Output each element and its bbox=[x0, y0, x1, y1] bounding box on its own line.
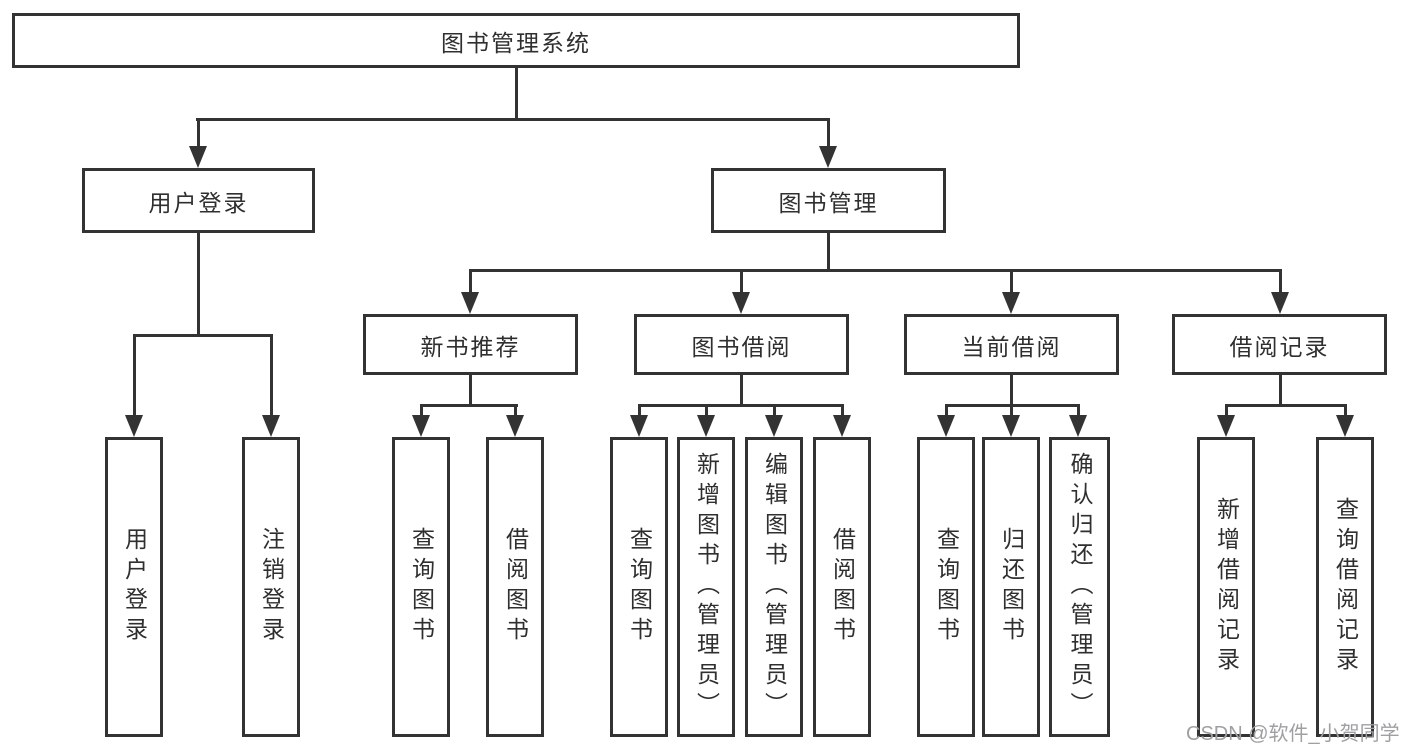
connector-line bbox=[196, 118, 830, 121]
arrowhead-icon bbox=[732, 292, 750, 314]
watermark: CSDN @软件_小贺同学 bbox=[1186, 723, 1400, 745]
leaf-records-query-record: 查询借阅记录 bbox=[1316, 437, 1374, 737]
connector-line bbox=[638, 404, 844, 407]
connector-line bbox=[1225, 404, 1228, 419]
leaf-current-confirm-return-admin: 确认归还（管理员） bbox=[1049, 437, 1110, 737]
connector-line bbox=[827, 118, 830, 150]
connector-line bbox=[1279, 375, 1282, 406]
connector-line bbox=[197, 232, 200, 336]
arrowhead-icon bbox=[819, 146, 837, 168]
arrowhead-icon bbox=[1336, 415, 1354, 437]
connector-line bbox=[705, 404, 708, 419]
arrowhead-icon bbox=[461, 292, 479, 314]
connector-line bbox=[515, 68, 518, 120]
node-root: 图书管理系统 bbox=[12, 13, 1020, 68]
node-current-borrow: 当前借阅 bbox=[904, 314, 1119, 375]
arrowhead-icon bbox=[833, 415, 851, 437]
leaf-borrow-query-books: 查询图书 bbox=[610, 437, 668, 737]
connector-line bbox=[420, 404, 423, 419]
connector-line bbox=[133, 334, 273, 337]
connector-line bbox=[514, 404, 517, 419]
node-borrow-records: 借阅记录 bbox=[1172, 314, 1387, 375]
connector-line bbox=[197, 118, 200, 150]
connector-line bbox=[270, 334, 273, 419]
arrowhead-icon bbox=[189, 146, 207, 168]
connector-line bbox=[740, 375, 743, 406]
connector-line bbox=[1225, 404, 1347, 407]
connector-line bbox=[1010, 375, 1013, 406]
arrowhead-icon bbox=[765, 415, 783, 437]
connector-line bbox=[420, 404, 518, 407]
arrowhead-icon bbox=[506, 415, 524, 437]
node-book-management: 图书管理 bbox=[711, 168, 946, 233]
leaf-borrow-edit-books-admin: 编辑图书（管理员） bbox=[745, 437, 803, 737]
connector-line bbox=[1010, 404, 1013, 419]
arrowhead-icon bbox=[262, 415, 280, 437]
connector-line bbox=[1077, 404, 1080, 419]
arrowhead-icon bbox=[630, 415, 648, 437]
arrowhead-icon bbox=[697, 415, 715, 437]
leaf-logout: 注销登录 bbox=[242, 437, 300, 737]
connector-line bbox=[841, 404, 844, 419]
node-book-borrow: 图书借阅 bbox=[634, 314, 849, 375]
connector-line bbox=[469, 269, 472, 296]
connector-line bbox=[1279, 269, 1282, 296]
arrowhead-icon bbox=[412, 415, 430, 437]
connector-line bbox=[773, 404, 776, 419]
connector-line bbox=[469, 269, 1282, 272]
connector-line bbox=[469, 375, 472, 406]
node-new-book-recommend: 新书推荐 bbox=[363, 314, 578, 375]
connector-line bbox=[1344, 404, 1347, 419]
leaf-records-add-record: 新增借阅记录 bbox=[1197, 437, 1255, 737]
arrowhead-icon bbox=[1069, 415, 1087, 437]
connector-line bbox=[1010, 269, 1013, 296]
connector-line bbox=[740, 269, 743, 296]
leaf-newbooks-query-books: 查询图书 bbox=[392, 437, 450, 737]
node-user-login: 用户登录 bbox=[82, 168, 315, 233]
arrowhead-icon bbox=[1271, 292, 1289, 314]
arrowhead-icon bbox=[937, 415, 955, 437]
leaf-current-return-books: 归还图书 bbox=[982, 437, 1040, 737]
connector-line bbox=[827, 232, 830, 272]
arrowhead-icon bbox=[1217, 415, 1235, 437]
connector-line bbox=[638, 404, 641, 419]
arrowhead-icon bbox=[1002, 415, 1020, 437]
leaf-user-login: 用户登录 bbox=[105, 437, 163, 737]
leaf-current-query-books: 查询图书 bbox=[917, 437, 975, 737]
leaf-newbooks-borrow-books: 借阅图书 bbox=[486, 437, 544, 737]
leaf-borrow-borrow-books: 借阅图书 bbox=[813, 437, 871, 737]
connector-line bbox=[945, 404, 948, 419]
leaf-borrow-add-books-admin: 新增图书（管理员） bbox=[677, 437, 735, 737]
arrowhead-icon bbox=[1002, 292, 1020, 314]
connector-line bbox=[133, 334, 136, 419]
arrowhead-icon bbox=[125, 415, 143, 437]
